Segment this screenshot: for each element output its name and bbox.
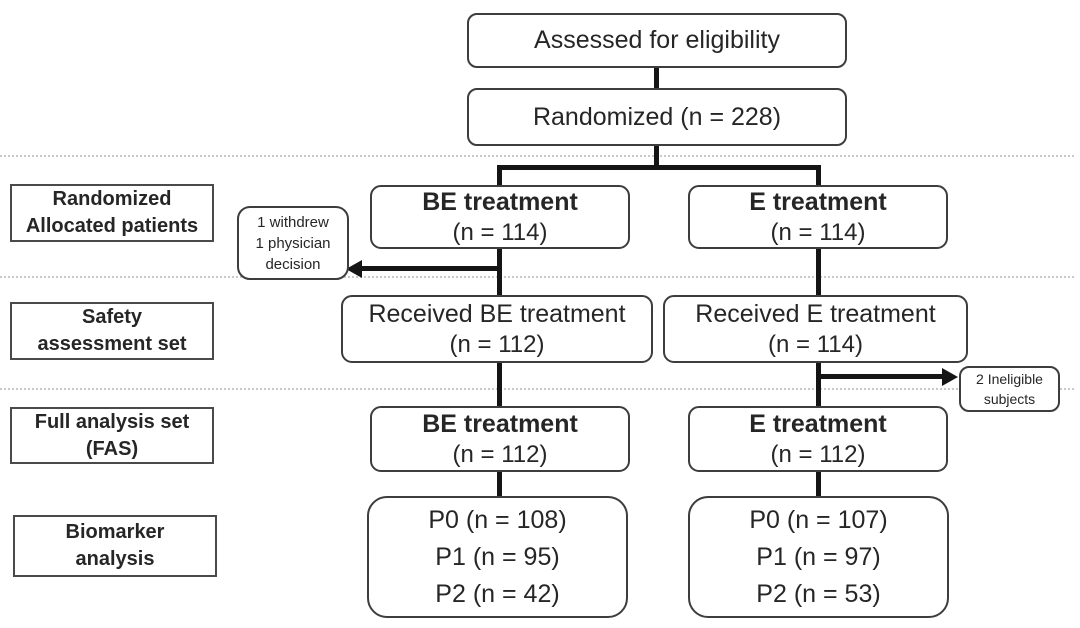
arrow-line-ineligible (818, 374, 943, 379)
note-withdrawn: 1 withdrew 1 physician decision (237, 206, 349, 280)
connector-branch-e (816, 165, 821, 186)
note-ineligible: 2 Ineligible subjects (959, 366, 1060, 412)
box-be-biomarker-line: P0 (n = 108) (428, 505, 567, 534)
connector-branch-be (497, 165, 502, 186)
box-e-allocated: E treatment (n = 114) (688, 185, 948, 249)
row-separator-fas (0, 388, 1074, 390)
box-e-allocated-title: E treatment (749, 187, 887, 216)
note-ineligible-line: 2 Ineligible (976, 371, 1043, 387)
box-received-be: Received BE treatment (n = 112) (341, 295, 653, 363)
connector-branch-horizontal (497, 165, 821, 170)
box-received-e-n: (n = 114) (768, 330, 863, 358)
box-received-e: Received E treatment (n = 114) (663, 295, 968, 363)
side-label-biomarker: Biomarker analysis (13, 515, 217, 577)
box-received-be-n: (n = 112) (449, 330, 545, 358)
connector-be-allocated-received (497, 248, 502, 296)
side-label-line: Safety (81, 306, 143, 328)
box-received-be-title: Received BE treatment (368, 299, 626, 328)
box-randomized: Randomized (n = 228) (467, 88, 847, 146)
row-separator-safety (0, 276, 1074, 278)
connector-e-fas-biomarker (816, 471, 821, 498)
side-label-fas: Full analysis set (FAS) (10, 407, 214, 464)
note-withdrawn-line: decision (265, 255, 321, 273)
connector-e-allocated-received (816, 248, 821, 296)
side-label-line: assessment set (37, 333, 187, 355)
arrowhead-right-icon (942, 368, 958, 386)
row-separator-allocation (0, 155, 1074, 157)
box-e-biomarker-line: P0 (n = 107) (749, 505, 888, 534)
connector-e-received-fas (816, 361, 821, 408)
box-be-fas-n: (n = 112) (452, 440, 548, 468)
note-withdrawn-line: 1 withdrew (257, 213, 329, 231)
box-assessed-label: Assessed for eligibility (534, 26, 780, 54)
side-label-line: analysis (75, 548, 155, 570)
box-e-biomarker: P0 (n = 107) P1 (n = 97) P2 (n = 53) (688, 496, 949, 618)
box-be-allocated: BE treatment (n = 114) (370, 185, 630, 249)
side-label-line: (FAS) (85, 437, 139, 460)
box-be-allocated-n: (n = 114) (452, 218, 548, 246)
box-assessed: Assessed for eligibility (467, 13, 847, 68)
box-e-fas-n: (n = 112) (770, 440, 866, 468)
box-e-fas: E treatment (n = 112) (688, 406, 948, 472)
box-be-biomarker-line: P2 (n = 42) (435, 579, 560, 608)
box-e-biomarker-line: P2 (n = 53) (756, 579, 881, 608)
box-e-fas-title: E treatment (749, 409, 887, 438)
connector-be-fas-biomarker (497, 471, 502, 498)
box-be-fas: BE treatment (n = 112) (370, 406, 630, 472)
box-randomized-label: Randomized (n = 228) (532, 102, 782, 131)
box-e-allocated-n: (n = 114) (770, 218, 866, 246)
box-received-e-title: Received E treatment (695, 299, 936, 328)
box-e-biomarker-line: P1 (n = 97) (756, 542, 881, 571)
side-label-randomized-allocated: Randomized Allocated patients (10, 184, 214, 242)
connector-be-received-fas (497, 361, 502, 408)
note-ineligible-line: subjects (983, 391, 1036, 407)
box-be-biomarker: P0 (n = 108) P1 (n = 95) P2 (n = 42) (367, 496, 628, 618)
arrow-line-withdrawn (358, 266, 499, 271)
connector-randomized-branch (654, 145, 659, 167)
side-label-safety-set: Safety assessment set (10, 302, 214, 360)
box-be-allocated-title: BE treatment (422, 187, 578, 216)
side-label-line: Full analysis set (34, 410, 190, 433)
side-label-line: Randomized (52, 188, 172, 210)
box-be-fas-title: BE treatment (422, 409, 578, 438)
arrowhead-left-icon (346, 260, 362, 278)
note-withdrawn-line: 1 physician (255, 234, 331, 252)
side-label-line: Biomarker (65, 521, 165, 543)
connector-assessed-randomized (654, 67, 659, 89)
side-label-line: Allocated patients (25, 215, 199, 237)
box-be-biomarker-line: P1 (n = 95) (435, 542, 560, 571)
